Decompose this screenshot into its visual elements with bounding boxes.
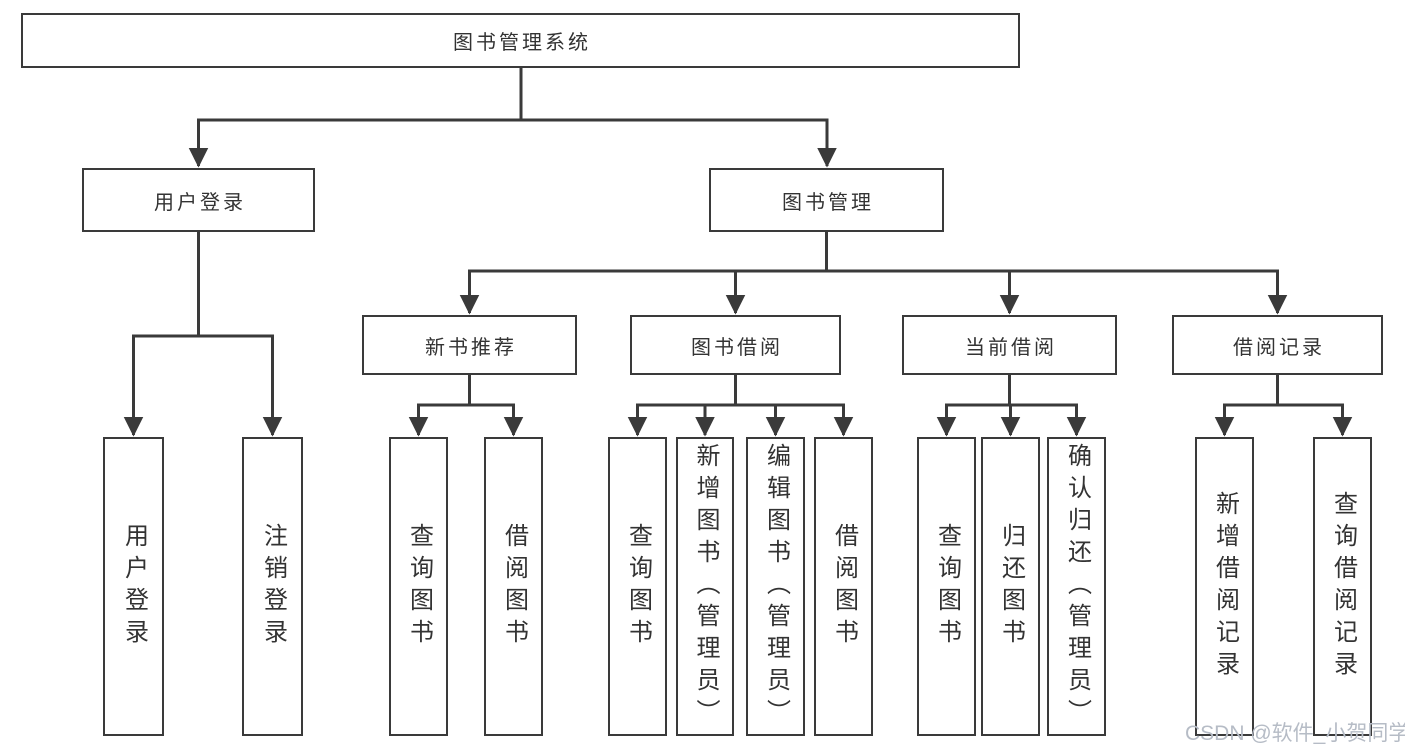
leaf-label: 借阅图书 [830,522,858,651]
leaf-borrow-books-borrow: 借阅图书 [814,437,873,736]
leaf-query-books-newbook: 查询图书 [389,437,448,736]
node-library-system: 图书管理系统 [21,13,1020,68]
leaf-return-books: 归还图书 [981,437,1040,736]
leaf-confirm-return-admin: 确认归还（管理员） [1047,437,1106,736]
leaf-query-books-borrow: 查询图书 [608,437,667,736]
leaf-label: 注销登录 [259,522,287,651]
leaf-logout: 注销登录 [242,437,303,736]
csdn-watermark: CSDN @软件_小贺同学 [1185,722,1405,745]
leaf-label: 查询图书 [933,522,961,651]
leaf-label: 借阅图书 [500,522,528,651]
leaf-user-login: 用户登录 [103,437,164,736]
node-user-login: 用户登录 [82,168,315,232]
leaf-add-books-admin: 新增图书（管理员） [676,437,734,736]
leaf-borrow-books-newbook: 借阅图书 [484,437,543,736]
leaf-label: 查询图书 [624,522,652,651]
leaf-edit-books-admin: 编辑图书（管理员） [746,437,805,736]
leaf-label: 查询借阅记录 [1329,490,1357,683]
node-new-book-recommend: 新书推荐 [362,315,577,375]
leaf-label: 新增借阅记录 [1211,490,1239,683]
leaf-label: 查询图书 [405,522,433,651]
node-borrow-records: 借阅记录 [1172,315,1383,375]
leaf-label: 编辑图书（管理员） [762,442,790,731]
node-book-borrowing: 图书借阅 [630,315,841,375]
node-current-borrowing: 当前借阅 [902,315,1117,375]
leaf-label: 新增图书（管理员） [692,442,719,731]
leaf-add-borrow-record: 新增借阅记录 [1195,437,1254,736]
leaf-query-borrow-record: 查询借阅记录 [1313,437,1372,736]
leaf-query-books-current: 查询图书 [917,437,976,736]
leaf-label: 用户登录 [120,522,148,651]
node-book-management: 图书管理 [709,168,944,232]
leaf-label: 归还图书 [997,522,1025,651]
leaf-label: 确认归还（管理员） [1063,442,1091,731]
